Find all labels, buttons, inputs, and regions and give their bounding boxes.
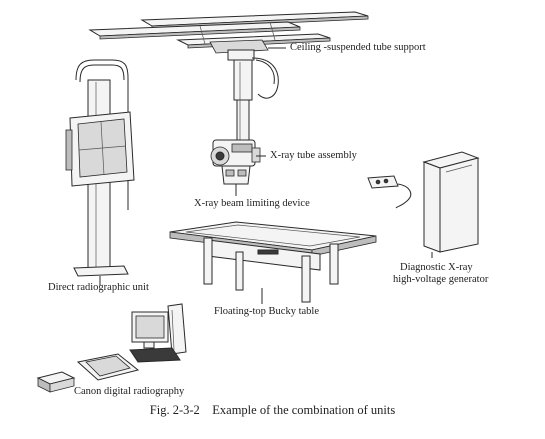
label-tube-assembly: X-ray tube assembly: [270, 150, 357, 161]
figure-caption: Fig. 2-3-2 Example of the combination of…: [149, 403, 396, 417]
leader-lines: [99, 47, 433, 304]
label-generator-line2: high-voltage generator: [393, 274, 489, 285]
wall-stand-drawing: [65, 59, 135, 277]
label-generator-line1: Diagnostic X-ray: [400, 262, 473, 273]
label-ceiling-support: Ceiling -suspended tube support: [290, 42, 426, 53]
label-beam-limiting: X-ray beam limiting device: [194, 198, 310, 209]
ceiling-rails-drawing: [88, 11, 369, 61]
label-canon-dr: Canon digital radiography: [74, 386, 185, 397]
tube-assembly-drawing: [210, 139, 261, 167]
ceiling-tube-support-drawing: [233, 57, 279, 149]
bucky-table-drawing: [169, 221, 377, 303]
workstation-drawing: [36, 303, 187, 393]
beam-limiting-device-drawing: [221, 165, 251, 185]
label-bucky-table: Floating-top Bucky table: [214, 306, 319, 317]
label-radiographic-unit: Direct radiographic unit: [48, 282, 149, 293]
generator-drawing: [367, 151, 480, 253]
